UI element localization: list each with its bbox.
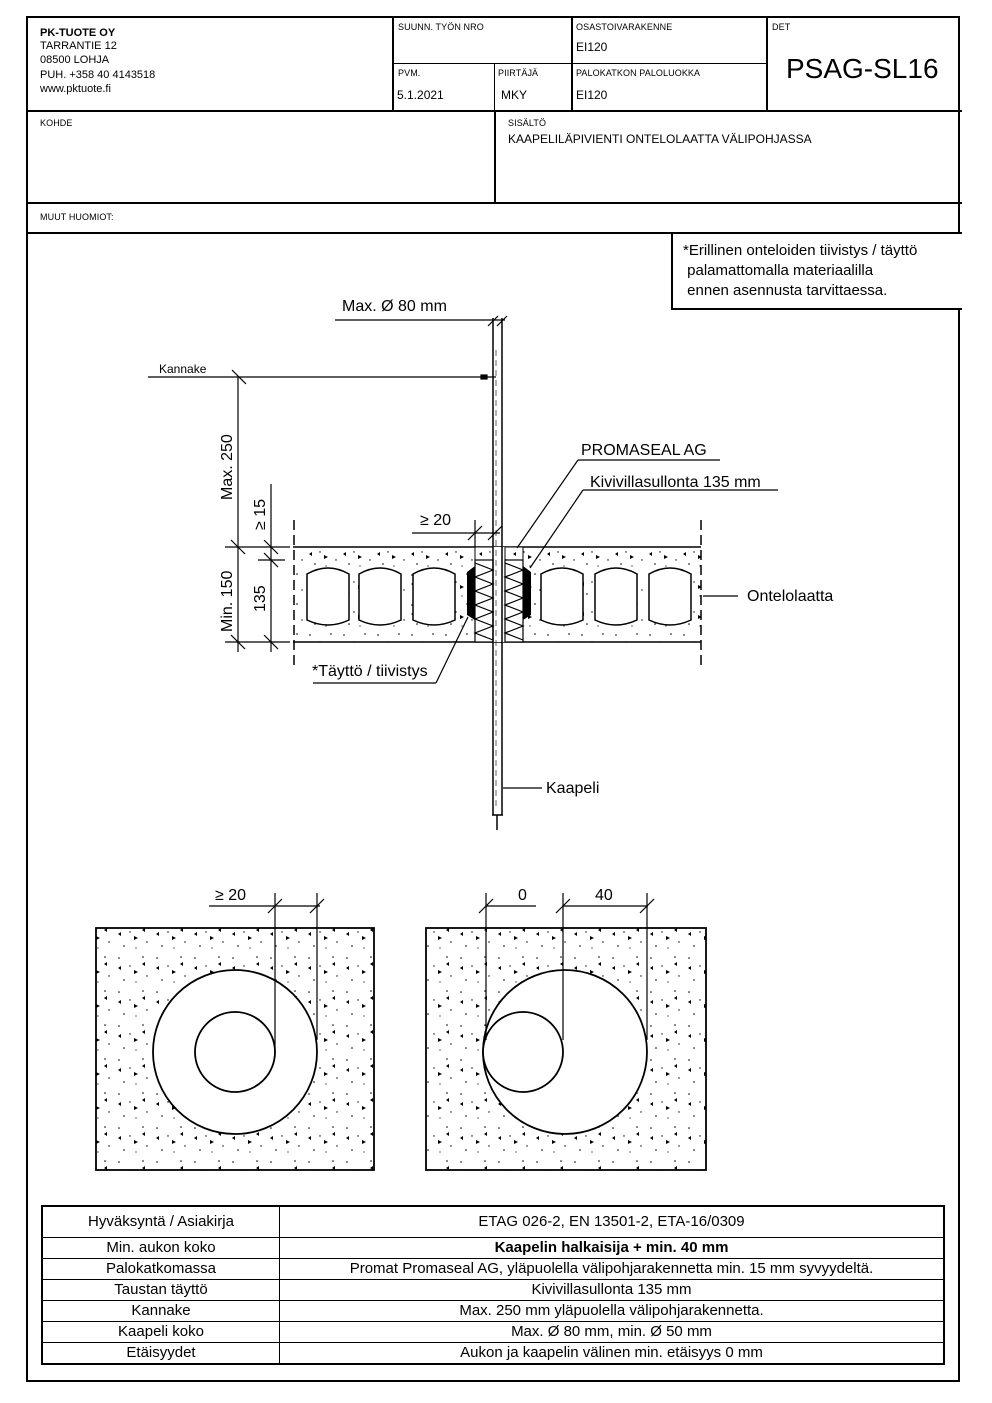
title-block-divider [26,202,962,204]
content-label: SISÄLTÖ [508,118,547,128]
spec-value: Max. 250 mm yläpuolella välipohjarakenne… [279,1300,945,1322]
spec-value: Promat Promaseal AG, yläpuolella välipoh… [279,1258,945,1280]
compartment-structure-label: OSASTOIVARAKENNE [576,22,673,32]
promaseal-label: PROMASEAL AG [581,442,707,459]
spec-value: Max. Ø 80 mm, min. Ø 50 mm [279,1321,945,1343]
company-phone: PUH. +358 40 4143518 [40,69,156,81]
table-row: Taustan täyttö Kivivillasullonta 135 mm [41,1279,945,1301]
spec-value: Kaapelin halkaisija + min. 40 mm [279,1237,945,1259]
plan-right-annulus-label: 40 [595,887,613,904]
plan-view-centered [95,893,375,1171]
det-label: DET [772,22,791,32]
max-diameter-label: Max. Ø 80 mm [342,298,447,315]
title-block-divider [26,232,962,234]
company-street: TARRANTIE 12 [40,40,117,52]
bracket-dimension [148,369,496,652]
cable [492,318,503,830]
depth-135-label: 135 [252,585,269,612]
fill-seal-leader [313,616,469,684]
bracket-label: Kannake [159,362,207,376]
compartment-structure-value: EI120 [576,40,608,54]
spec-value: ETAG 026-2, EN 13501-2, ETA-16/0309 [279,1205,945,1238]
mineral-wool-label: Kivivillasullonta 135 mm [590,474,761,491]
max-250-label: Max. 250 [219,434,236,500]
section-drawing: Max. Ø 80 mm Kannake Max. 250 ≥ 15 Min. … [148,298,833,830]
drawer-label: PIIRTÄJÄ [498,68,539,78]
plan-left-dim-label: ≥ 20 [215,887,246,904]
spec-key: Min. aukon koko [41,1237,280,1259]
promaseal-leader [516,459,778,569]
other-notes-label: MUUT HUOMIOT: [40,212,114,222]
title-block-divider [494,64,495,111]
note-line: palamattomalla materiaalilla [683,262,874,279]
spec-value: Kivivillasullonta 135 mm [279,1279,945,1301]
fill-seal-label: *Täyttö / tiivistys [312,663,428,680]
min-20-dimension [412,520,503,547]
spec-key: Hyväksyntä / Asiakirja [41,1205,280,1238]
date-label: PVM. [398,68,421,78]
spec-key: Kannake [41,1300,280,1322]
company-web: www.pktuote.fi [40,83,111,95]
spec-key: Taustan täyttö [41,1279,280,1301]
spec-value: Aukon ja kaapelin välinen min. etäisyys … [279,1342,945,1365]
firestop-class-value: EI120 [576,88,608,102]
date-value: 5.1.2021 [397,88,444,102]
firestop-class-label: PALOKATKON PALOLUOKKA [576,68,701,78]
content-value: KAAPELILÄPIVIENTI ONTELOLAATTA VÄLIPOHJA… [508,132,812,146]
min-150-label: Min. 150 [219,571,236,632]
title-block-divider [766,16,768,111]
drawer-value: MKY [501,88,528,102]
note-line: *Erillinen onteloiden tiivistys / täyttö [683,242,918,259]
max-diameter-dimension [335,315,508,327]
target-label: KOHDE [40,118,73,128]
min-15-label: ≥ 15 [252,499,269,530]
table-row: Min. aukon koko Kaapelin halkaisija + mi… [41,1237,945,1259]
company-name: PK-TUOTE OY [40,27,116,39]
spec-key: Kaapeli koko [41,1321,280,1343]
hollow-core-slab [293,520,702,670]
det-code: PSAG-SL16 [786,53,939,84]
plan-view-offset [425,893,707,1171]
title-block-divider [494,110,496,203]
note-line: ennen asennusta tarvittaessa. [683,282,888,299]
title-block-divider [392,63,767,64]
note-box: *Erillinen onteloiden tiivistys / täyttö… [671,234,962,310]
vertical-dimensions [225,484,290,652]
table-row: Hyväksyntä / Asiakirja ETAG 026-2, EN 13… [41,1205,945,1238]
spec-key: Palokatkomassa [41,1258,280,1280]
hollow-slab-label: Ontelolaatta [747,588,833,605]
spec-key: Etäisyydet [41,1342,280,1365]
table-row: Etäisyydet Aukon ja kaapelin välinen min… [41,1342,945,1365]
min-20-label: ≥ 20 [420,512,451,529]
table-row: Palokatkomassa Promat Promaseal AG, yläp… [41,1258,945,1280]
spec-table: Hyväksyntä / Asiakirja ETAG 026-2, EN 13… [41,1205,945,1365]
plan-views: ≥ 20 0 40 [95,887,707,1171]
plan-right-gap-label: 0 [518,887,527,904]
cable-label: Kaapeli [546,780,599,797]
drawing-frame [26,16,960,1382]
work-number-label: SUUNN. TYÖN NRO [398,22,484,32]
table-row: Kaapeli koko Max. Ø 80 mm, min. Ø 50 mm [41,1321,945,1343]
company-city: 08500 LOHJA [40,54,110,66]
table-row: Kannake Max. 250 mm yläpuolella välipohj… [41,1300,945,1322]
